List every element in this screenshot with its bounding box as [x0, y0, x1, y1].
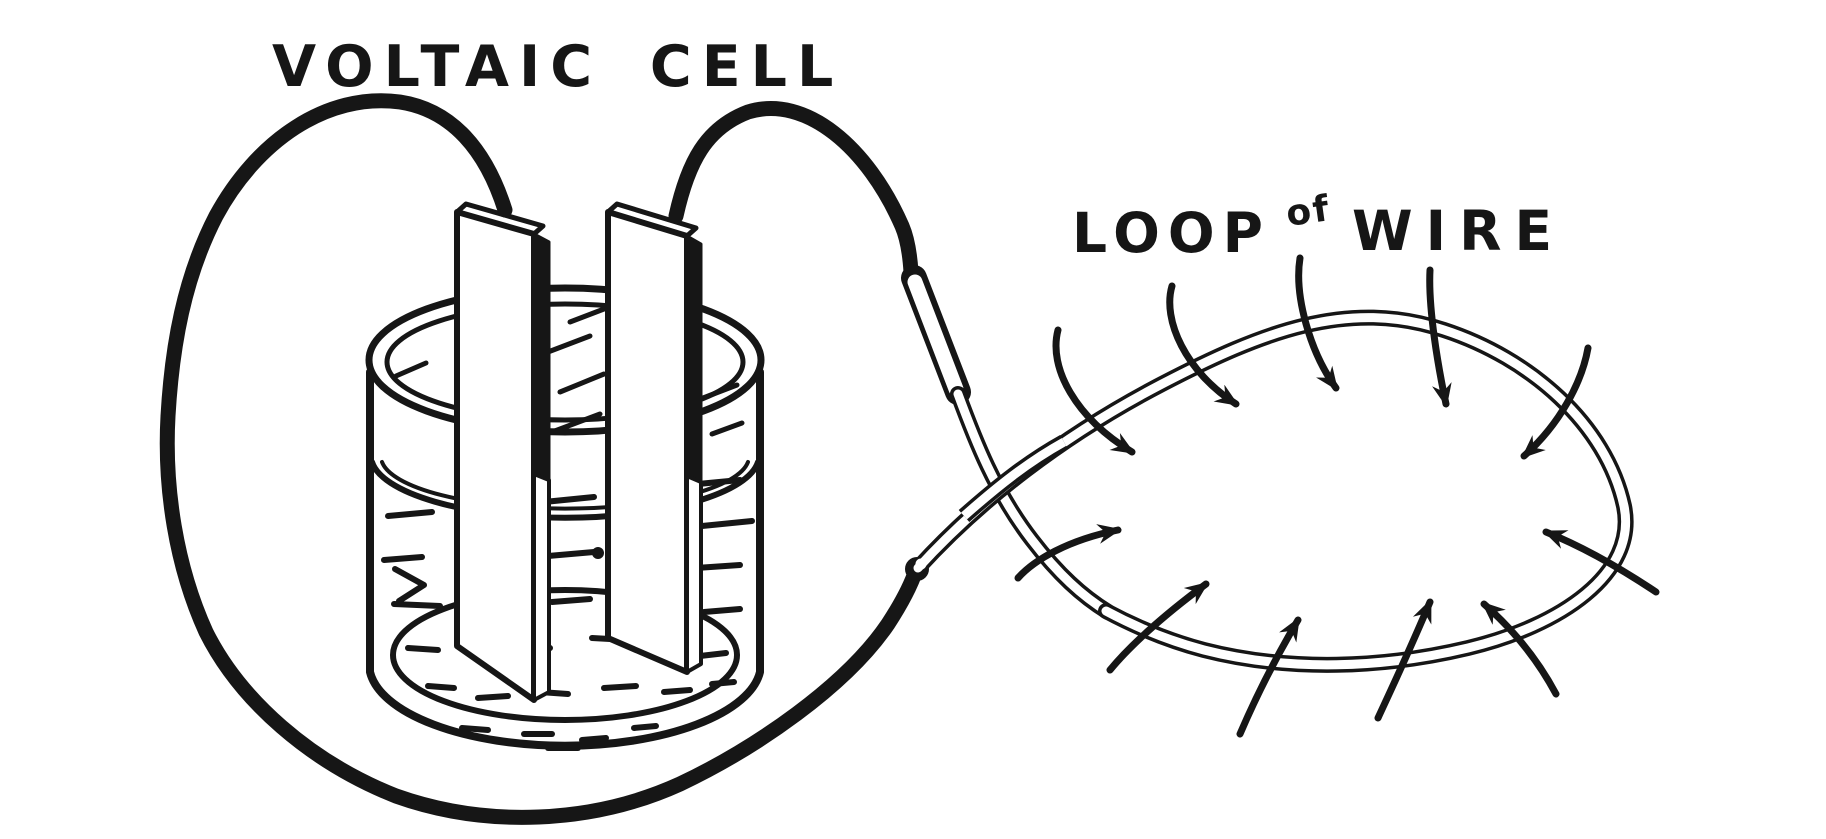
- surface-hatch: [557, 371, 607, 395]
- sediment-dash: [709, 679, 737, 687]
- left-electrode-plate: [454, 201, 551, 703]
- liquid-dash: [549, 596, 593, 605]
- wire-loop: [901, 265, 1634, 673]
- field-arrow: [1295, 254, 1340, 392]
- field-arrow: [1520, 344, 1592, 460]
- sediment-dash: [601, 683, 639, 691]
- liquid-dash: [541, 494, 597, 505]
- field-arrow: [1052, 326, 1136, 456]
- left-electrode-front-face: [454, 209, 537, 703]
- field-arrow: [1106, 580, 1210, 674]
- surface-hatch: [700, 382, 740, 401]
- loop-label-wire: WIRE: [1352, 199, 1565, 263]
- sediment-dash: [697, 650, 729, 659]
- beaker-inner-bottom: [390, 587, 740, 723]
- field-arrow: [1426, 266, 1452, 408]
- right-electrode-front-face: [605, 209, 690, 675]
- liquid-dash: [545, 549, 597, 559]
- sediment-dash: [661, 687, 693, 695]
- left-electrode-side-edge: [532, 232, 551, 482]
- surface-hatch: [709, 420, 745, 437]
- right-wire: [668, 101, 919, 280]
- liquid-dash: [701, 606, 743, 615]
- right-electrode-plate: [605, 201, 703, 675]
- tube-end-cap-opening: [915, 558, 927, 570]
- loop-label-word: LOOP: [1072, 201, 1271, 265]
- loop-return-tube-core: [953, 389, 1113, 617]
- liquid-dash-blob: [592, 547, 604, 559]
- magnetic-field-arrows: [1014, 254, 1660, 738]
- sediment-zigzag: [392, 566, 427, 604]
- loop-label-of: of: [1284, 188, 1334, 235]
- loop-tube-core: [913, 313, 1631, 670]
- liquid-dash: [385, 509, 435, 519]
- sediment-dash: [631, 723, 659, 731]
- surface-hatch: [393, 360, 429, 379]
- field-arrow: [1542, 528, 1660, 596]
- liquid-dash: [381, 554, 425, 563]
- field-arrow: [1166, 282, 1240, 408]
- liquid-surface-front: [369, 459, 761, 521]
- beaker-rim-inner: [384, 301, 746, 423]
- sediment-dash: [425, 683, 457, 691]
- surface-hatch-marks: [393, 306, 745, 437]
- surface-hatch: [545, 333, 593, 355]
- right-electrode-side-edge-submerged: [685, 474, 703, 674]
- connecting-wires: [159, 93, 924, 825]
- sediment-dash: [579, 735, 609, 743]
- loop-crossing-front-core: [961, 438, 1067, 520]
- liquid-dash: [699, 518, 755, 529]
- field-arrow: [1480, 600, 1560, 698]
- sediment-dash: [405, 645, 441, 653]
- field-arrow: [1374, 598, 1434, 722]
- surface-hatch: [567, 306, 607, 325]
- left-electrode-side-edge-submerged: [532, 472, 551, 702]
- liquid-dashes: [381, 477, 755, 615]
- beaker: [365, 284, 765, 751]
- beaker-rim-outer: [365, 284, 765, 436]
- sediment-dash: [459, 725, 491, 733]
- electrodes: [454, 201, 703, 703]
- field-arrow: [1236, 616, 1302, 738]
- liquid-dash: [695, 477, 743, 487]
- right-electrode-side-edge: [685, 234, 703, 484]
- labels: VOLTAIC CELL LOOP of WIRE: [272, 34, 1565, 265]
- left-wire: [159, 93, 924, 825]
- field-arrow: [1014, 524, 1122, 582]
- joint-sleeve-core: [907, 274, 964, 397]
- sediment-dash: [475, 693, 511, 701]
- voltaic-cell-label: VOLTAIC CELL: [272, 34, 843, 100]
- surface-hatch: [549, 411, 603, 435]
- liquid-dash: [693, 562, 743, 571]
- liquid-dash: [391, 601, 443, 609]
